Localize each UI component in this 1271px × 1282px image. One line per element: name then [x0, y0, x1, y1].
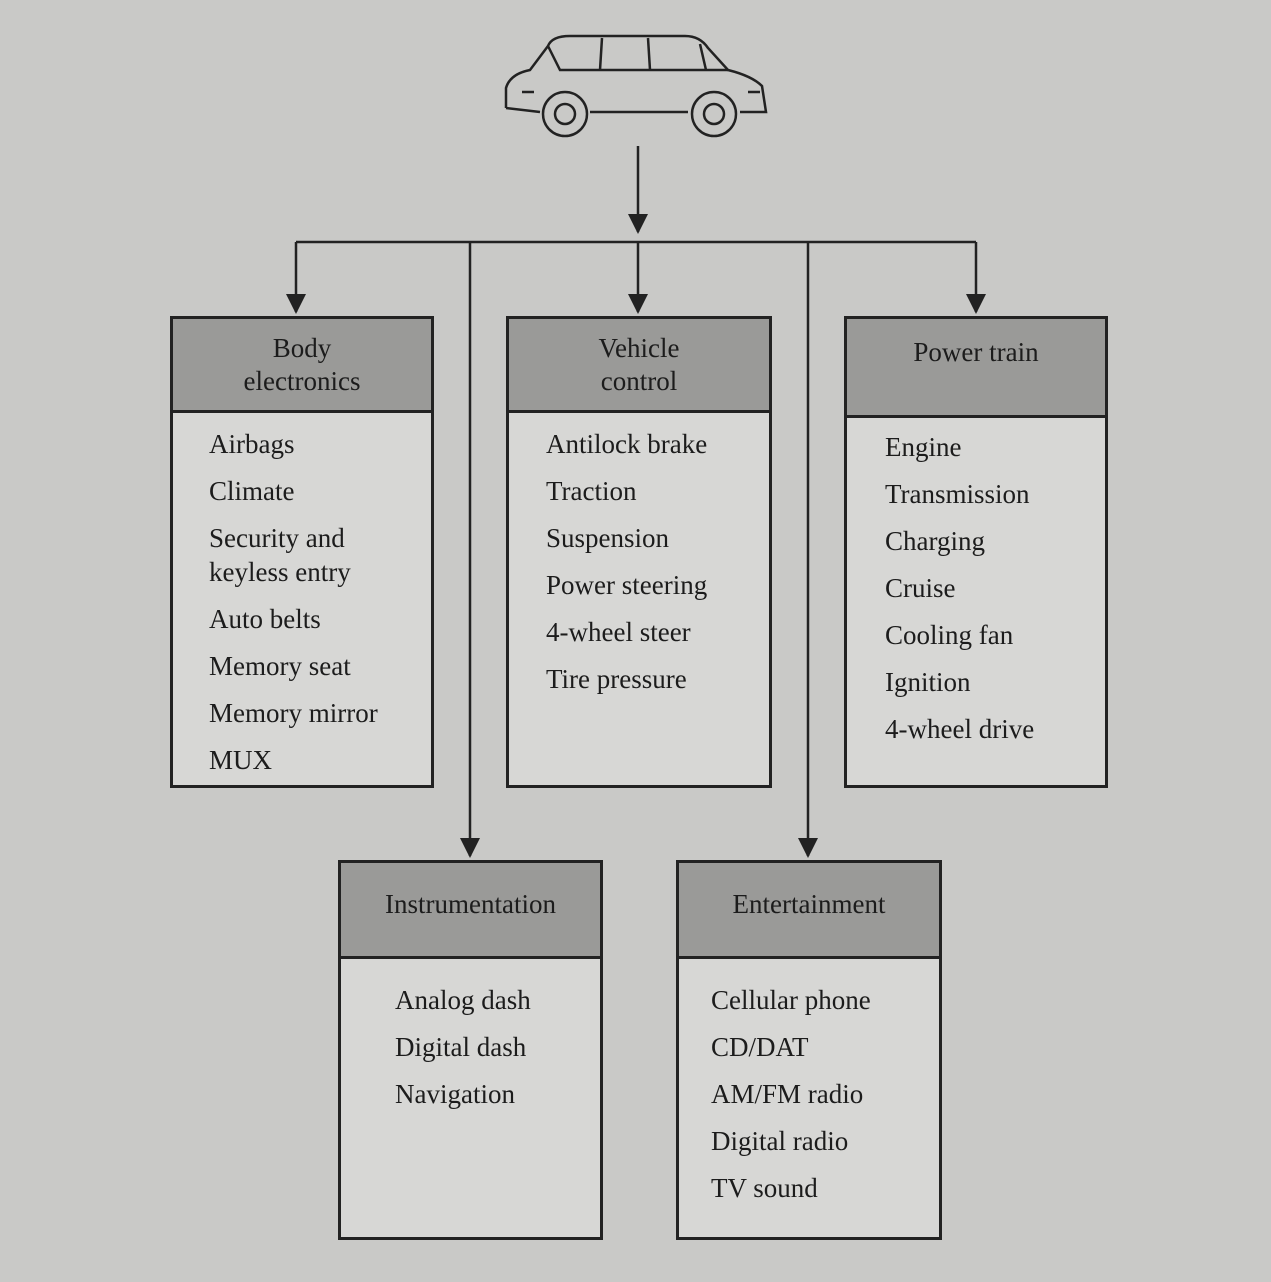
list-item: Traction [546, 476, 637, 506]
list-item: Tire pressure [546, 664, 687, 694]
car-icon [504, 34, 768, 138]
box-title: Entertainment [679, 863, 939, 959]
box-title: Body electronics [173, 319, 431, 413]
list-item: Navigation [395, 1079, 515, 1109]
list-item: Digital radio [711, 1126, 849, 1156]
list-item: TV sound [711, 1173, 818, 1203]
list-item: Cooling fan [885, 620, 1014, 650]
list-item: Power steering [546, 570, 708, 600]
list-item: 4-wheel steer [546, 617, 691, 647]
list-item: Security and keyless entry [209, 523, 351, 587]
list-item: Analog dash [395, 985, 531, 1015]
list-item: Climate [209, 476, 295, 506]
list-item: Auto belts [209, 604, 321, 634]
list-item: Engine [885, 432, 962, 462]
list-item: Digital dash [395, 1032, 527, 1062]
list-item: Charging [885, 526, 985, 556]
list-item: Suspension [546, 523, 670, 553]
list-item: AM/FM radio [711, 1079, 864, 1109]
box-title: Instrumentation [341, 863, 600, 959]
list-item: Memory seat [209, 651, 351, 681]
list-item: CD/DAT [711, 1032, 809, 1062]
list-item: Ignition [885, 667, 971, 697]
list-item: Cruise [885, 573, 956, 603]
box-title: Vehicle control [509, 319, 769, 413]
list-item: 4-wheel drive [885, 714, 1035, 744]
list-item: MUX [209, 745, 273, 775]
list-item: Airbags [209, 429, 295, 459]
list-item: Transmission [885, 479, 1030, 509]
box-title: Power train [847, 319, 1105, 418]
list-item: Antilock brake [546, 429, 708, 459]
list-item: Memory mirror [209, 698, 378, 728]
list-item: Cellular phone [711, 985, 871, 1015]
